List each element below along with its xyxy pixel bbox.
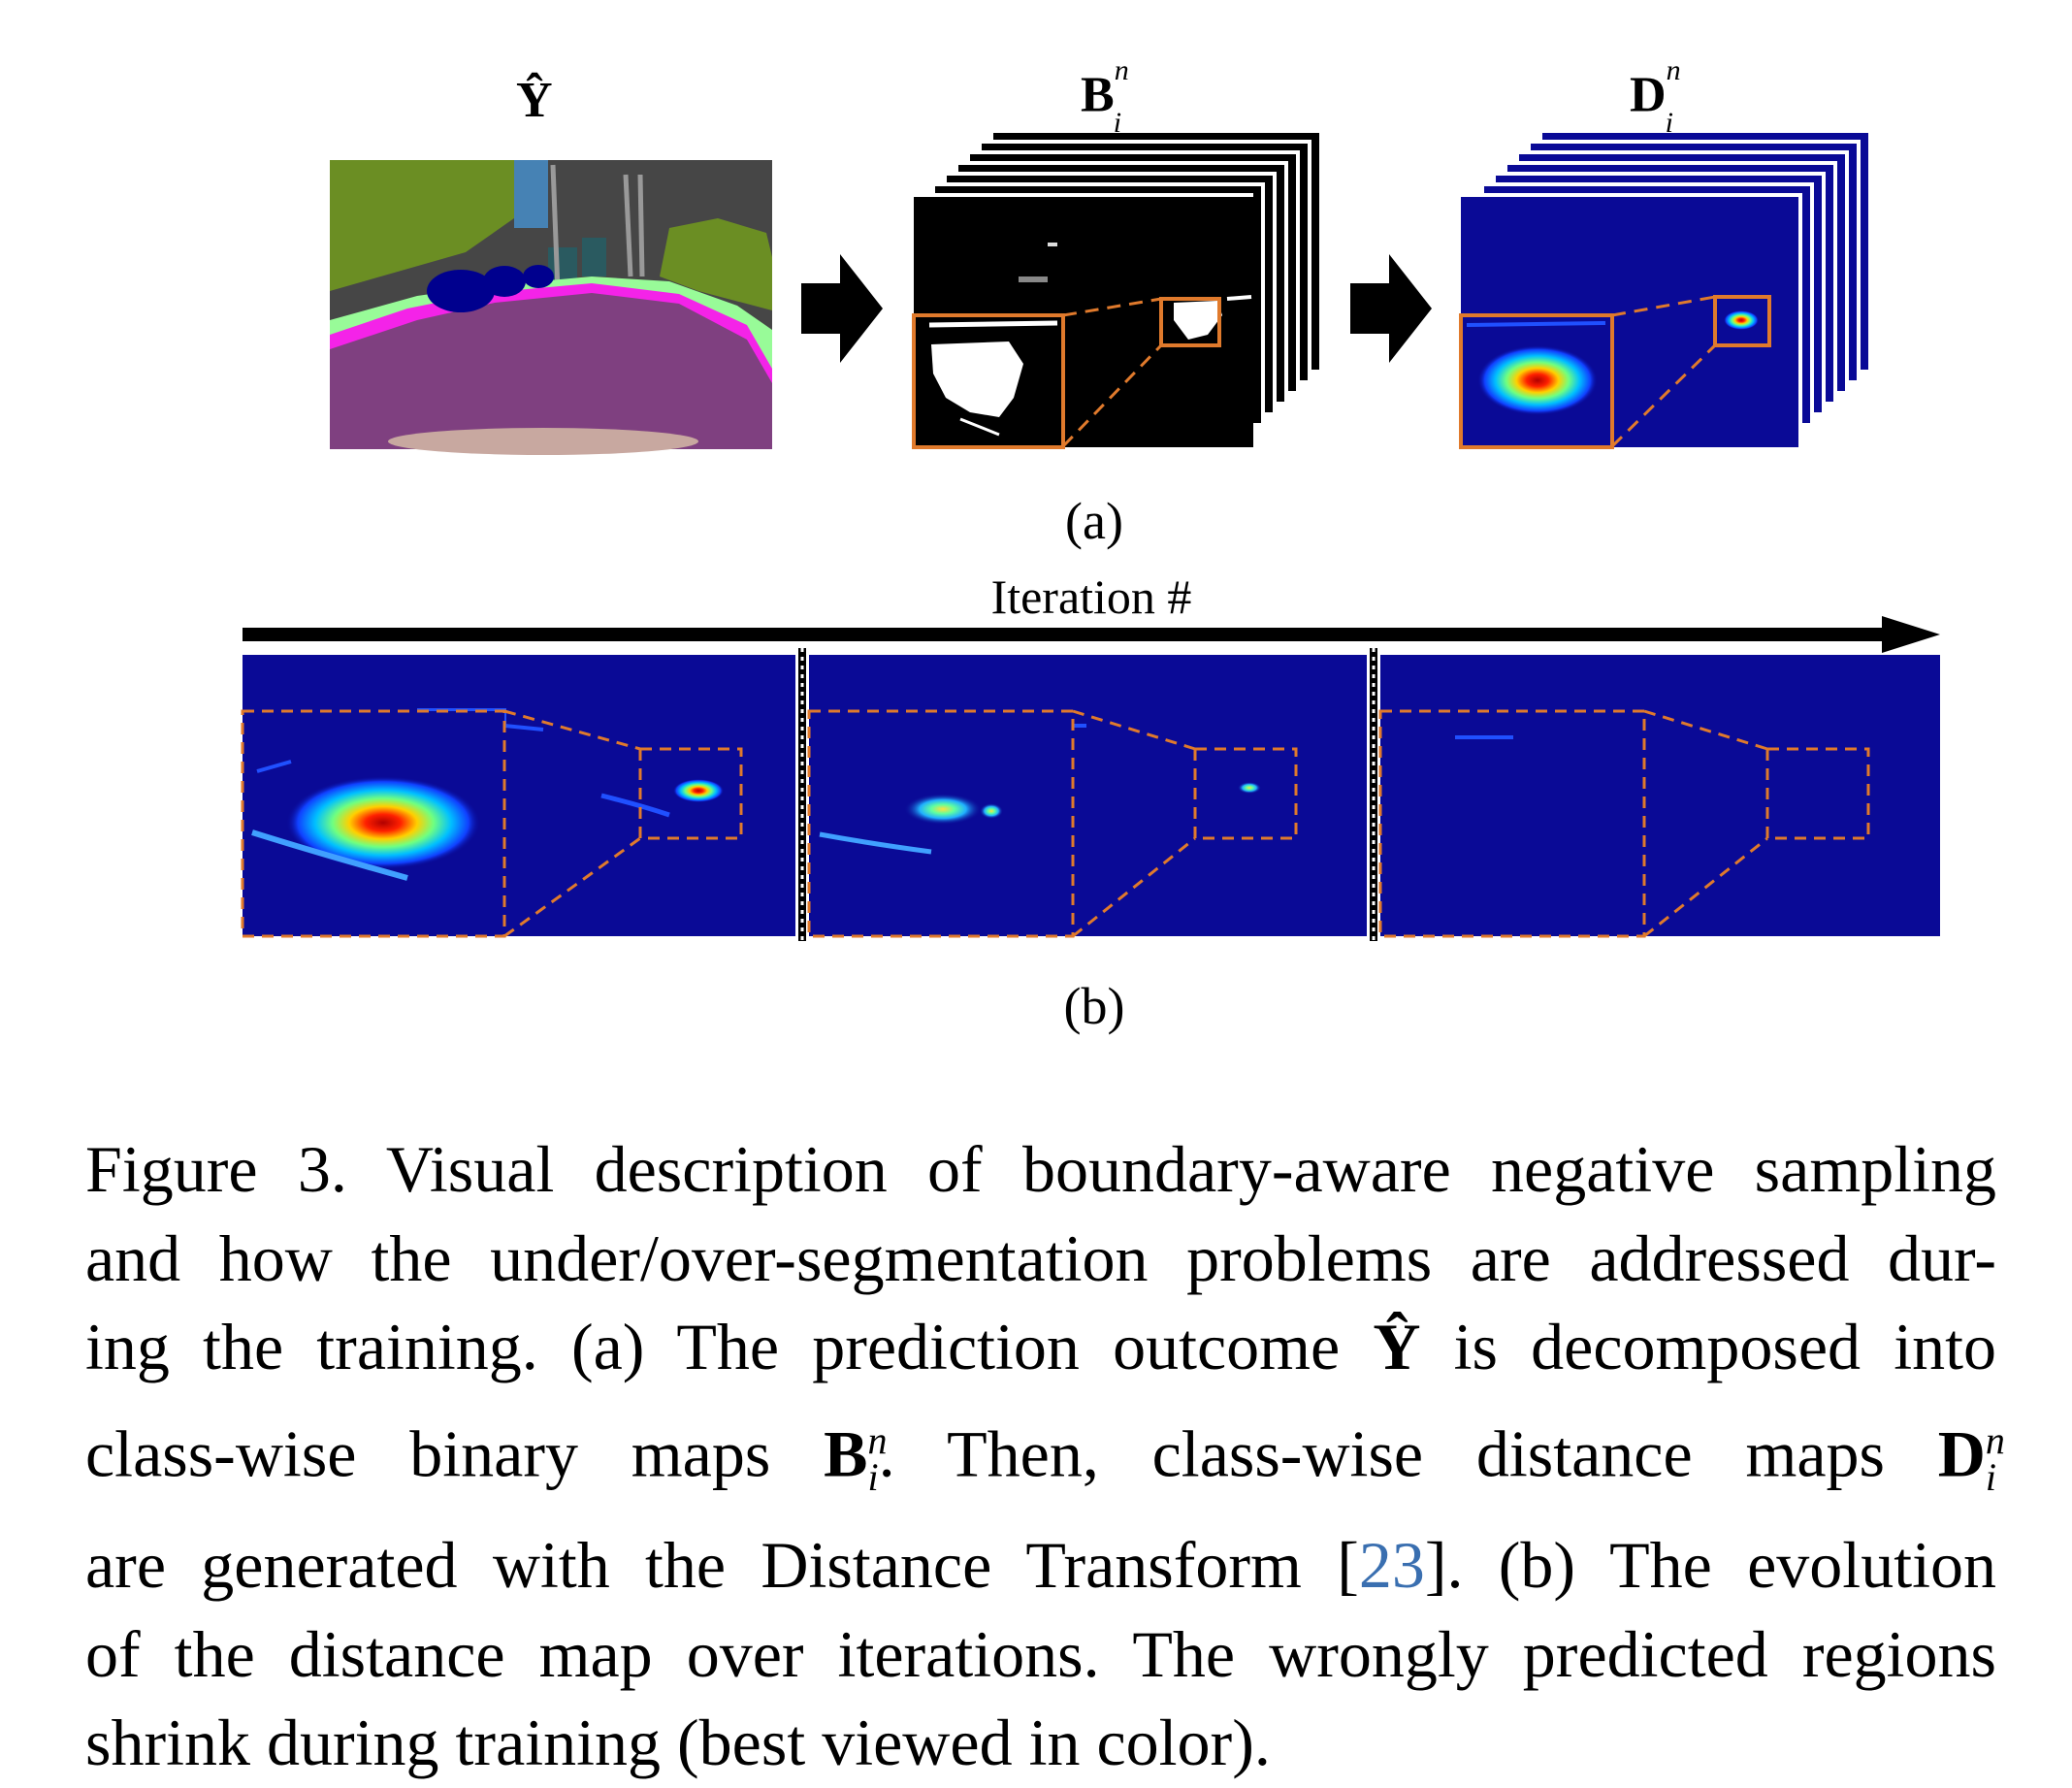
iteration-frame-3 <box>1378 655 1940 938</box>
panel-a-label: (a) <box>1065 492 1123 550</box>
caption-line: are generated with the Distance Transfor… <box>85 1528 1996 1603</box>
figure-graphic <box>241 129 1940 941</box>
segmentation-image <box>330 160 772 455</box>
citation-link[interactable]: 23 <box>1358 1528 1425 1603</box>
caption-line: of the distance map over iterations. The… <box>85 1616 1996 1691</box>
arrow-right-icon <box>1350 254 1432 363</box>
figure: Ŷ Bni Dni (a) Iteration # (b) <box>241 54 1940 1035</box>
iteration-frame-1 <box>241 655 795 938</box>
figure-caption: Figure 3. Visual description of boundary… <box>85 1125 2005 1788</box>
title-y-hat: Ŷ <box>516 73 553 128</box>
panel-b-label: (b) <box>1063 977 1125 1035</box>
iteration-axis-label: Iteration # <box>990 569 1192 624</box>
caption-line: Figure 3. Visual description of boundary… <box>85 1132 1996 1206</box>
arrow-right-icon <box>801 254 883 363</box>
caption-line: class-wise binary maps Bni. Then, class-… <box>85 1416 2005 1499</box>
binary-map-stack <box>912 129 1323 449</box>
iteration-frame-2 <box>807 655 1367 938</box>
caption-line: and how the under/over-segmentation prob… <box>85 1220 1996 1295</box>
title-binary-map: Bni <box>1081 54 1129 139</box>
title-distance-map: Dni <box>1630 54 1681 139</box>
caption-line: shrink during training (best viewed in c… <box>85 1706 1271 1780</box>
distance-map-stack <box>1459 129 1872 449</box>
iteration-arrow <box>243 616 1940 653</box>
caption-line: ing the training. (a) The prediction out… <box>85 1310 1996 1383</box>
